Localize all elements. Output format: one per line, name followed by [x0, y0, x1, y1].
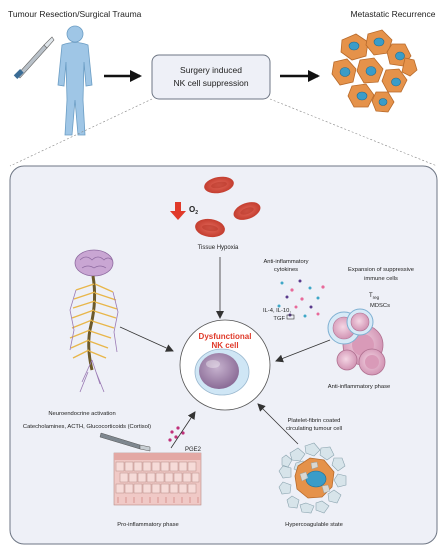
- il-label: IL-4, IL-10,: [263, 308, 291, 314]
- suppression-line1: Surgery induced: [180, 65, 242, 75]
- tgf-label: TGF: [273, 316, 285, 322]
- expansion-line1: Expansion of suppressive: [348, 267, 414, 273]
- suppression-line2: NK cell suppression: [173, 78, 248, 88]
- cytokines-line2: cytokines: [274, 267, 298, 273]
- mdsc-label: MDSCs: [370, 303, 390, 309]
- o2-label: O2: [189, 205, 198, 216]
- cytokines-line1: Anti-inflammatory: [263, 259, 308, 265]
- pge2-dots: [168, 426, 185, 442]
- scalpel-tissue-icon: [99, 432, 151, 452]
- tgf-symbol: [286, 314, 295, 320]
- arrow-hyper: [257, 403, 299, 445]
- suppression-box: [151, 54, 271, 100]
- suppressive-cells-icon: [327, 308, 386, 376]
- top-left-title: Tumour Resection/Surgical Trauma: [8, 9, 142, 19]
- top-right-title: Metastatic Recurrence: [350, 9, 435, 19]
- nk-cell-icon: [194, 348, 250, 396]
- nk-label-line1: Dysfunctional: [199, 332, 252, 341]
- expansion-line2: immune cells: [364, 276, 398, 282]
- treg-label: Treg: [369, 293, 380, 300]
- platelet-coated-cell-icon: [278, 442, 347, 514]
- pge2-label: PGE2: [185, 447, 202, 453]
- hyper-caption: Hypercoagulable state: [285, 522, 343, 528]
- arrow-anti: [275, 339, 331, 363]
- pro-caption: Pro-inflammatory phase: [117, 522, 179, 528]
- nervous-system-icon: [69, 249, 119, 393]
- red-blood-cells: [195, 176, 261, 238]
- arrow-neuro: [119, 326, 174, 352]
- cytokine-dots: [277, 279, 325, 318]
- hyper-label-line1: Platelet-fibrin coated: [288, 418, 341, 424]
- down-arrow-icon: [170, 202, 186, 220]
- neuro-caption2: Catecholamines, ACTH, Glucocorticoids (C…: [23, 424, 151, 430]
- connector-right: [269, 98, 438, 167]
- neuro-caption1: Neuroendocrine activation: [48, 411, 115, 417]
- human-body-icon: [57, 25, 93, 136]
- skin-tissue-icon: [113, 452, 202, 506]
- hyper-label-line2: circulating tumour cell: [286, 426, 342, 432]
- arrow-pro: [170, 411, 196, 449]
- hypoxia-caption: Tissue Hypoxia: [198, 245, 239, 251]
- scalpel-icon: [13, 36, 55, 79]
- anti-caption: Anti-inflammatory phase: [328, 384, 391, 390]
- nk-label-line2: NK cell: [211, 341, 238, 350]
- tumour-cluster-icon: [331, 29, 418, 113]
